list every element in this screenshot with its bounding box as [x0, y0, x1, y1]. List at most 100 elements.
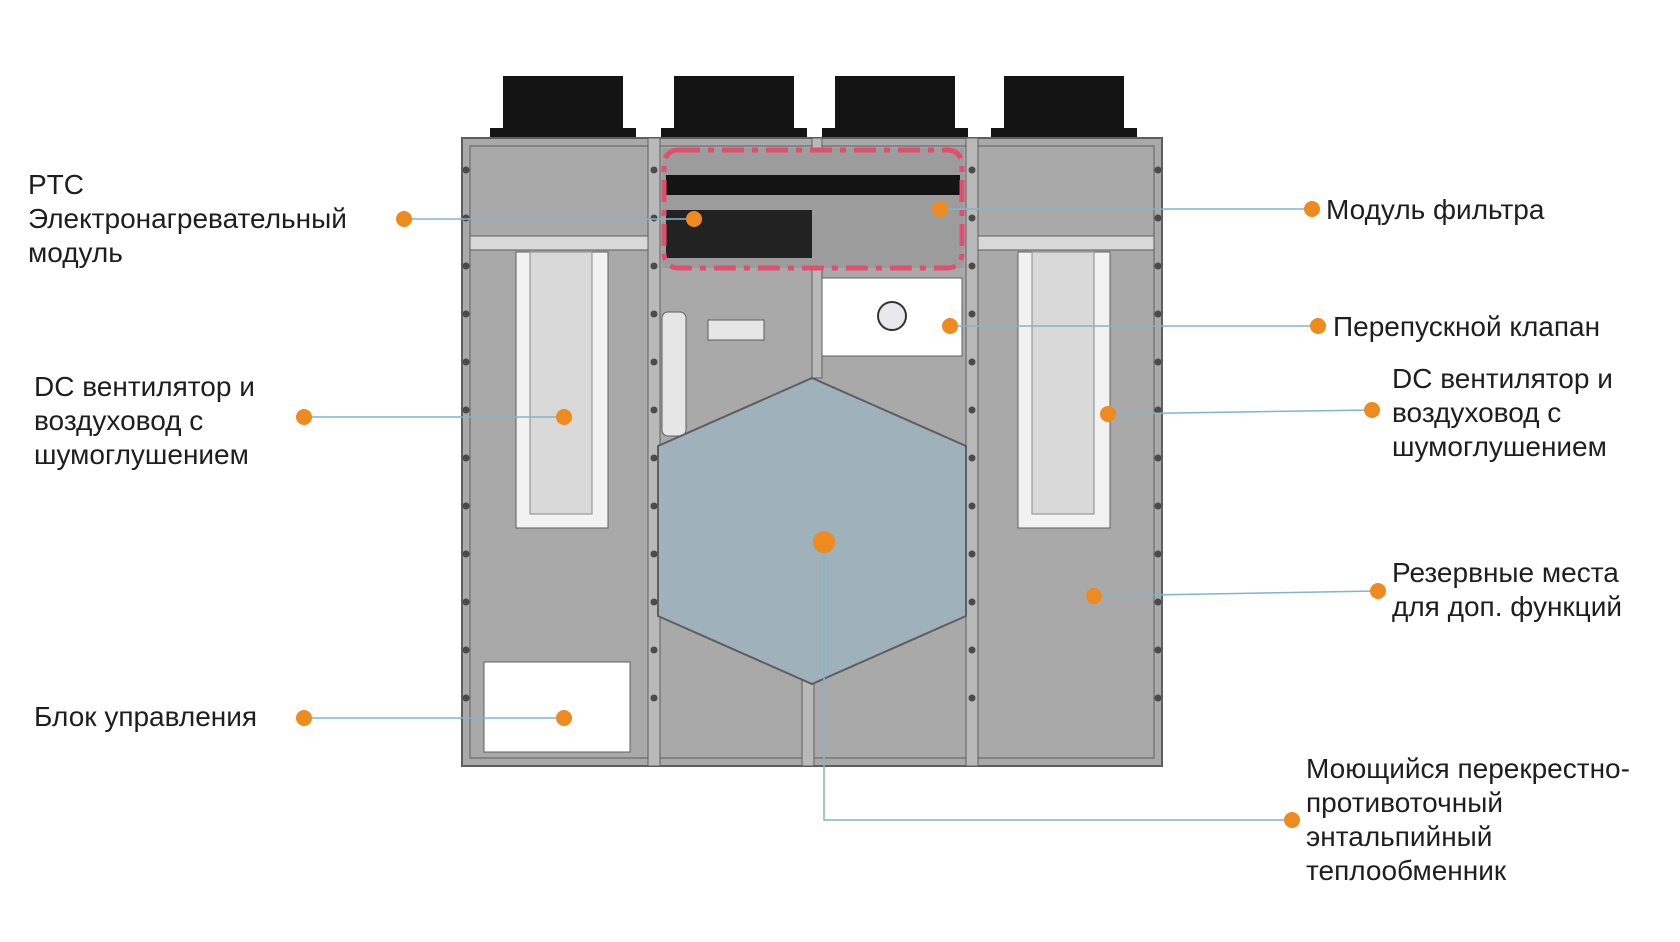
- leader-dot-fan-left-1: [556, 409, 572, 425]
- housing-bolt-14: [650, 310, 658, 318]
- housing-bolt-18: [650, 358, 658, 366]
- callout-reserved-slots-line-2: для доп. функций: [1392, 591, 1623, 622]
- housing-bolt-21: [1154, 406, 1162, 414]
- housing-bolt-17: [1154, 358, 1162, 366]
- callout-control-unit-line-1: Блок управления: [34, 701, 258, 732]
- fan-duct-left-inner: [529, 251, 593, 515]
- leader-dot-fan-right-1: [1364, 402, 1380, 418]
- callout-filter-module-line-1: Модуль фильтра: [1326, 194, 1545, 225]
- housing-bolt-19: [968, 358, 976, 366]
- sensor-housing: [661, 311, 687, 437]
- callout-filter-module: Модуль фильтра: [1326, 193, 1544, 227]
- callout-heat-exchanger-line-3: энтальпийный: [1306, 821, 1493, 852]
- leader-dot-exchanger-0: [813, 531, 835, 553]
- partition-right: [965, 137, 979, 767]
- duct-collar-4: [1004, 76, 1124, 134]
- housing-bolt-16: [462, 358, 470, 366]
- housing-bolt-15: [968, 310, 976, 318]
- callout-ptc-heater-line-2: Электронагревательный: [28, 203, 347, 234]
- callout-heat-exchanger-line-2: противоточный: [1306, 787, 1503, 818]
- leader-dot-filter-0: [932, 201, 948, 217]
- housing-bolt-33: [1154, 550, 1162, 558]
- callout-fan-right-line-3: шумоглушением: [1392, 431, 1607, 462]
- leader-dot-ptc-1: [686, 211, 702, 227]
- leader-dot-exchanger-1: [1284, 812, 1300, 828]
- duct-collar-4-base: [991, 128, 1137, 138]
- callout-reserved-slots: Резервные места для доп. функций: [1392, 556, 1622, 624]
- leader-line-exchanger: [823, 542, 1292, 821]
- housing-bolt-3: [968, 166, 976, 174]
- duct-collar-1-base: [490, 128, 636, 138]
- callout-heat-exchanger-line-1: Моющийся перекрестно-: [1306, 753, 1630, 784]
- callout-fan-left-line-3: шумоглушением: [34, 439, 249, 470]
- callout-bypass-valve-line-1: Перепускной клапан: [1333, 311, 1601, 342]
- callout-control-unit: Блок управления: [34, 700, 257, 734]
- leader-dot-reserved-0: [1086, 588, 1102, 604]
- callout-heat-exchanger: Моющийся перекрестно- противоточный энта…: [1306, 752, 1630, 888]
- duct-collar-3-base: [822, 128, 968, 138]
- housing-bolt-46: [650, 694, 658, 702]
- housing-bolt-28: [462, 502, 470, 510]
- housing-bolts: [462, 166, 1162, 702]
- callout-ptc-heater: PTC Электронагревательный модуль: [28, 168, 347, 270]
- leader-line-reserved: [1093, 590, 1379, 597]
- housing-bolt-43: [968, 646, 976, 654]
- housing-bolt-8: [462, 262, 470, 270]
- housing-bolt-10: [650, 262, 658, 270]
- housing-bolt-12: [462, 310, 470, 318]
- housing-bolt-29: [1154, 502, 1162, 510]
- leader-dot-filter-1: [1304, 201, 1320, 217]
- housing-bolt-26: [650, 454, 658, 462]
- leader-dot-control-0: [296, 710, 312, 726]
- housing-bolt-34: [650, 550, 658, 558]
- housing-bolt-38: [650, 598, 658, 606]
- duct-collar-2-base: [661, 128, 807, 138]
- callout-ptc-heater-line-1: PTC: [28, 169, 84, 200]
- housing-bolt-32: [462, 550, 470, 558]
- bypass-valve-knob: [877, 301, 907, 331]
- housing-bolt-0: [462, 166, 470, 174]
- callout-fan-right-line-2: воздуховод с: [1392, 397, 1562, 428]
- partition-bottom-drain: [801, 679, 815, 767]
- housing-bolt-4: [462, 214, 470, 222]
- callout-reserved-slots-line-1: Резервные места: [1392, 557, 1619, 588]
- duct-collar-3: [835, 76, 955, 134]
- housing-bolt-2: [650, 166, 658, 174]
- duct-collars: [490, 76, 1137, 138]
- housing-bolt-24: [462, 454, 470, 462]
- housing-bolt-41: [1154, 646, 1162, 654]
- callout-fan-left: DC вентилятор и воздуховод с шумоглушени…: [34, 370, 255, 472]
- callout-fan-left-line-2: воздуховод с: [34, 405, 204, 436]
- housing-bolt-36: [462, 598, 470, 606]
- housing-bolt-5: [1154, 214, 1162, 222]
- leader-dot-fan-right-0: [1100, 406, 1116, 422]
- housing-bolt-47: [968, 694, 976, 702]
- housing-bolt-40: [462, 646, 470, 654]
- control-unit-box: [483, 661, 631, 753]
- heat-exchanger-core: [657, 376, 967, 686]
- leader-dot-control-1: [556, 710, 572, 726]
- fan-duct-left: [515, 251, 609, 529]
- callout-heat-exchanger-line-4: теплообменник: [1306, 855, 1507, 886]
- housing-bolt-7: [968, 214, 976, 222]
- duct-collar-2: [674, 76, 794, 134]
- rail-right: [977, 235, 1155, 251]
- filter-cartridge-top: [666, 175, 960, 195]
- fan-duct-right-inner: [1031, 251, 1095, 515]
- housing-bolt-1: [1154, 166, 1162, 174]
- housing-bolt-39: [968, 598, 976, 606]
- leader-dot-ptc-0: [396, 211, 412, 227]
- housing-bolt-11: [968, 262, 976, 270]
- heater-connector: [707, 319, 765, 341]
- housing-bolt-9: [1154, 262, 1162, 270]
- fan-duct-right: [1017, 251, 1111, 529]
- callout-fan-left-line-1: DC вентилятор и: [34, 371, 255, 402]
- housing-bolt-30: [650, 502, 658, 510]
- housing-bolt-35: [968, 550, 976, 558]
- leader-line-fan-right: [1107, 409, 1373, 415]
- housing-bolt-20: [462, 406, 470, 414]
- housing-bolt-25: [1154, 454, 1162, 462]
- housing-bolt-22: [650, 406, 658, 414]
